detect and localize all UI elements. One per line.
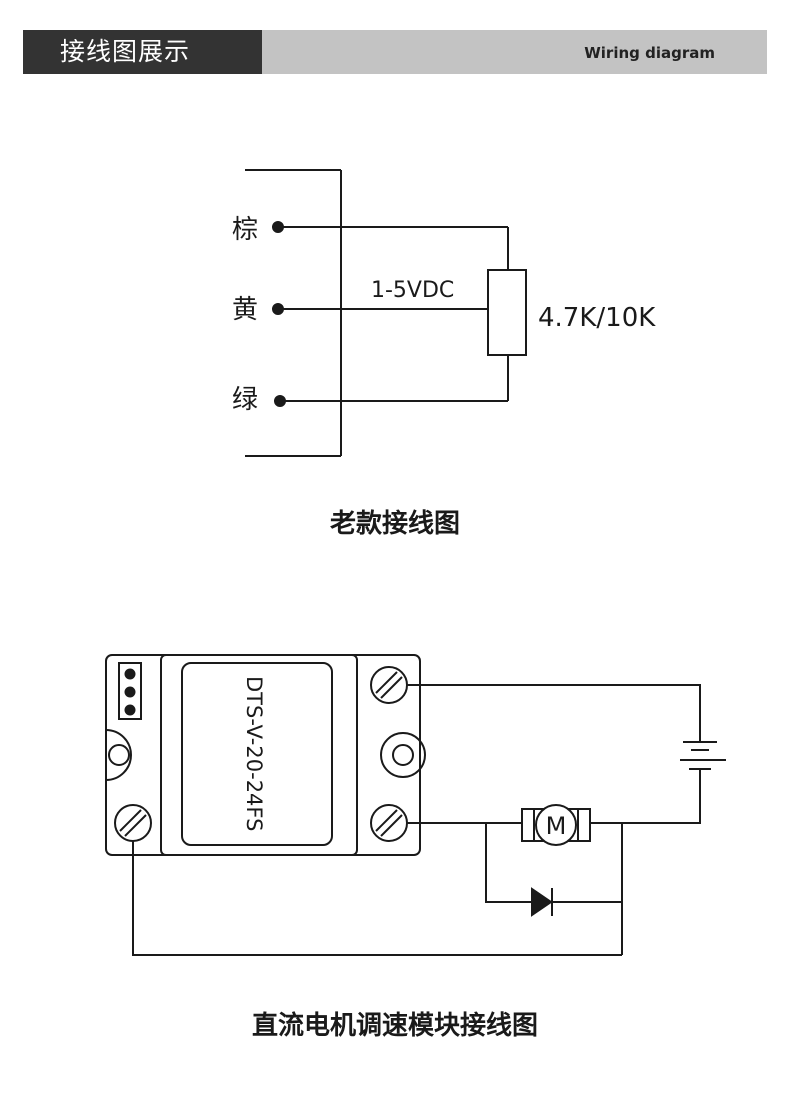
- wire-bottom-return: [132, 841, 622, 956]
- terminal-dot-green: [274, 395, 286, 407]
- mount-hole-left: [108, 744, 130, 766]
- pin-dot-1: [124, 668, 136, 680]
- mount-hole-left-arc: [105, 729, 132, 781]
- voltage-label: 1-5VDC: [371, 278, 454, 303]
- screw-terminal-top-right: [370, 666, 408, 704]
- header-subtitle: Wiring diagram: [262, 30, 767, 74]
- screw-terminal-bottom-right: [370, 804, 408, 842]
- three-pin-connector: [118, 662, 142, 720]
- wire-battery-to-motor: [622, 770, 701, 824]
- motor-symbol: [535, 804, 577, 846]
- screw-slot-e: [119, 809, 142, 832]
- screw-slot-b: [380, 676, 403, 699]
- resistor: [487, 269, 527, 356]
- screw-slot-d: [380, 814, 403, 837]
- module-label: DTS-V-20-24FS: [242, 676, 266, 831]
- module-label-plate: [181, 662, 333, 846]
- pin-dot-3: [124, 704, 136, 716]
- wire-label-yellow: 黄: [232, 295, 258, 325]
- caption-dc-diagram: 直流电机调速模块接线图: [251, 1011, 538, 1041]
- dc-module-diagram: [105, 654, 726, 956]
- header-title: 接线图展示: [23, 30, 262, 74]
- diode-symbol: [531, 887, 553, 917]
- mount-hole-right-outer: [380, 732, 426, 778]
- wire-diode-left: [485, 823, 532, 903]
- pin-dot-2: [124, 686, 136, 698]
- terminal-dot-brown: [272, 221, 284, 233]
- wire-label-green: 绿: [232, 385, 258, 415]
- module-inner-frame: [160, 654, 358, 856]
- screw-slot-c: [375, 809, 398, 832]
- wire-label-brown: 棕: [232, 215, 258, 245]
- resistor-label: 4.7K/10K: [538, 303, 656, 333]
- screw-slot-f: [124, 814, 147, 837]
- terminal-dot-yellow: [272, 303, 284, 315]
- caption-old-diagram: 老款接线图: [329, 509, 460, 539]
- motor-label: M: [546, 812, 567, 840]
- screw-terminal-bottom-left: [114, 804, 152, 842]
- mount-hole-right: [392, 744, 414, 766]
- screw-slot-a: [375, 671, 398, 694]
- old-wiring-diagram: [245, 169, 527, 457]
- wire-to-battery-top: [407, 684, 701, 742]
